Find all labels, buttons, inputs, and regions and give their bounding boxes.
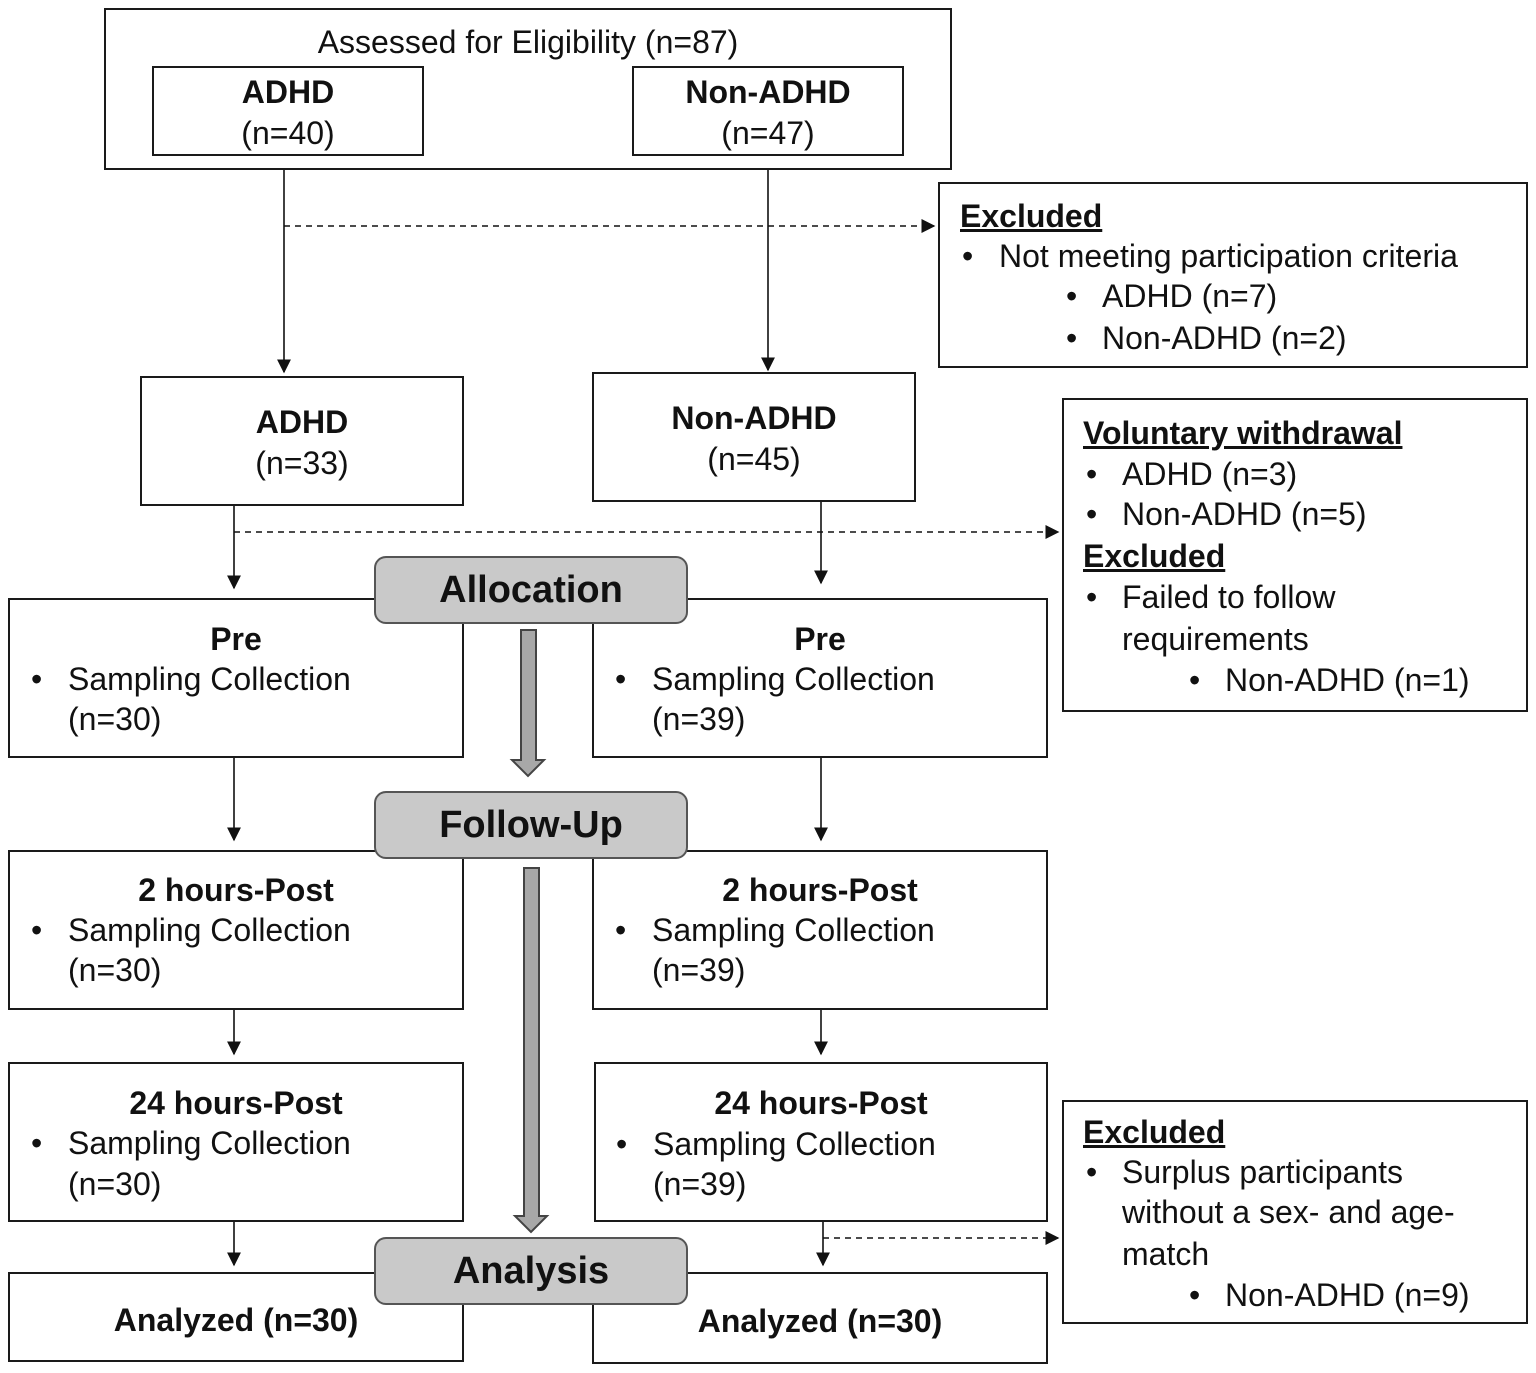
post24-adhd-box [8, 1062, 464, 1222]
assessed-nonadhd-label: Non-ADHD [685, 74, 851, 110]
bullet-marker: • [615, 661, 627, 697]
excluded-surplus-heading: Excluded [1083, 1114, 1226, 1150]
post2-nonadhd-box [592, 850, 1048, 1010]
post2-adhd-box [8, 850, 464, 1010]
bullet-marker: • [31, 1125, 43, 1161]
post2-nonadhd-item: Sampling Collection [652, 912, 935, 948]
assessed-adhd-box [152, 66, 424, 156]
withdrawal-excluded-heading: Excluded [1083, 538, 1226, 574]
withdrawal-excluded-line1: Failed to follow [1122, 579, 1336, 615]
excluded-surplus-box [1062, 1100, 1528, 1324]
assessed-adhd-label: ADHD [241, 74, 335, 110]
stage-arrow-1 [509, 629, 547, 778]
withdrawal-nonadhd: Non-ADHD (n=5) [1122, 496, 1367, 532]
excluded-criteria-bullet: Not meeting participation criteria [999, 238, 1458, 274]
withdrawal-excluded-sub: Non-ADHD (n=1) [1225, 662, 1470, 698]
bullet-marker: • [1189, 1277, 1201, 1313]
bullet-marker: • [615, 912, 627, 948]
bullet-marker: • [1086, 456, 1098, 492]
pre-nonadhd-n: (n=39) [652, 701, 746, 737]
assessed-title: Assessed for Eligibility (n=87) [317, 24, 739, 60]
post24-nonadhd-n: (n=39) [653, 1166, 747, 1202]
stage-allocation: Allocation [374, 556, 688, 624]
enrolled-adhd-box [140, 376, 464, 506]
post2-adhd-n: (n=30) [68, 952, 162, 988]
excluded-criteria-heading: Excluded [960, 198, 1103, 234]
bullet-marker: • [1189, 662, 1201, 698]
excluded-criteria-box [938, 182, 1528, 368]
post24-adhd-n: (n=30) [68, 1166, 162, 1202]
withdrawal-excluded-line2: requirements [1122, 621, 1309, 657]
bullet-marker: • [616, 1126, 628, 1162]
excluded-criteria-sub-nonadhd: Non-ADHD (n=2) [1102, 320, 1347, 356]
withdrawal-box [1062, 398, 1528, 712]
pre-adhd-n: (n=30) [68, 701, 162, 737]
post24-nonadhd-item: Sampling Collection [653, 1126, 936, 1162]
post2-adhd-item: Sampling Collection [68, 912, 351, 948]
assessed-nonadhd-n: (n=47) [721, 115, 815, 151]
pre-nonadhd-title: Pre [794, 621, 846, 657]
enrolled-nonadhd-n: (n=45) [707, 441, 801, 477]
post2-nonadhd-n: (n=39) [652, 952, 746, 988]
enrolled-adhd-n: (n=33) [255, 445, 349, 481]
excluded-surplus-sub: Non-ADHD (n=9) [1225, 1277, 1470, 1313]
excluded-surplus-line2: without a sex- and age- [1122, 1194, 1455, 1230]
excluded-surplus-line3: match [1122, 1236, 1210, 1272]
withdrawal-heading: Voluntary withdrawal [1083, 415, 1403, 451]
enrolled-nonadhd-box [592, 372, 916, 502]
bullet-marker: • [1066, 278, 1078, 314]
stage-follow-up: Follow-Up [374, 791, 688, 859]
pre-nonadhd-item: Sampling Collection [652, 661, 935, 697]
pre-adhd-title: Pre [210, 621, 262, 657]
stage-arrow-2 [512, 867, 550, 1234]
excluded-criteria-sub-adhd: ADHD (n=7) [1102, 278, 1278, 314]
pre-adhd-item: Sampling Collection [68, 661, 351, 697]
enrolled-nonadhd-label: Non-ADHD [671, 400, 837, 436]
pre-nonadhd-box [592, 598, 1048, 758]
post2-adhd-title: 2 hours-Post [138, 872, 334, 908]
stage-analysis: Analysis [374, 1237, 688, 1305]
bullet-marker: • [31, 912, 43, 948]
post24-adhd-item: Sampling Collection [68, 1125, 351, 1161]
bullet-marker: • [31, 661, 43, 697]
bullet-marker: • [1086, 1154, 1098, 1190]
pre-adhd-box [8, 598, 464, 758]
excluded-surplus-line1: Surplus participants [1122, 1154, 1404, 1190]
analyzed-nonadhd-label: Analyzed (n=30) [697, 1303, 943, 1339]
bullet-marker: • [1086, 579, 1098, 615]
bullet-marker: • [1066, 320, 1078, 356]
assessed-adhd-n: (n=40) [241, 115, 335, 151]
enrolled-adhd-label: ADHD [255, 404, 349, 440]
post24-nonadhd-box [594, 1062, 1048, 1222]
post2-nonadhd-title: 2 hours-Post [722, 872, 918, 908]
bullet-marker: • [962, 238, 974, 274]
post24-nonadhd-title: 24 hours-Post [714, 1085, 928, 1121]
assessed-nonadhd-box [632, 66, 904, 156]
post24-adhd-title: 24 hours-Post [129, 1085, 343, 1121]
analyzed-adhd-label: Analyzed (n=30) [113, 1302, 359, 1338]
bullet-marker: • [1086, 496, 1098, 532]
withdrawal-adhd: ADHD (n=3) [1122, 456, 1298, 492]
